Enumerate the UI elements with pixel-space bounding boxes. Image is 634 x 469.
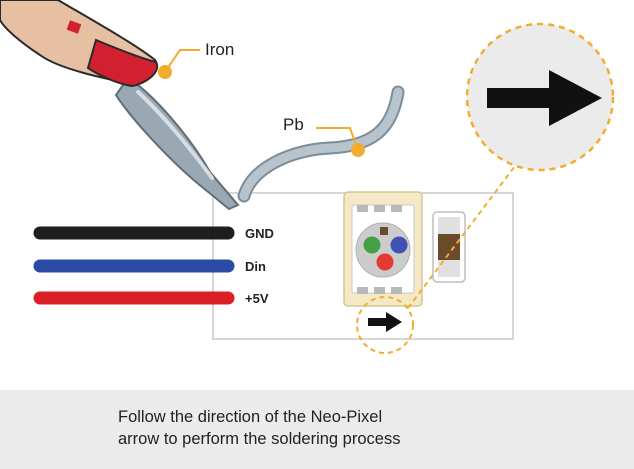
din-label: Din xyxy=(245,259,266,274)
solder-wire xyxy=(237,85,405,203)
gnd-label: GND xyxy=(245,226,274,241)
led-green-die xyxy=(363,236,381,254)
caption-line-1: Follow the direction of the Neo-Pixel xyxy=(118,408,383,426)
solder-label: Pb xyxy=(283,115,304,134)
soldering-diagram: GND Din +5V xyxy=(0,0,615,354)
iron-label: Iron xyxy=(205,40,234,59)
led-red-die xyxy=(376,253,394,271)
small-callout-circle xyxy=(356,296,414,354)
wire-group xyxy=(33,226,235,305)
direction-arrow-icon xyxy=(368,312,402,332)
neopixel-led xyxy=(343,191,423,307)
magnified-view xyxy=(465,22,615,172)
magnified-arrow-icon xyxy=(487,70,602,126)
soldering-iron xyxy=(0,0,240,211)
caption-line-2: arrow to perform the soldering process xyxy=(118,430,401,448)
caption-bar xyxy=(0,390,634,469)
solder-callout: Pb xyxy=(283,115,365,157)
callout-leader-line xyxy=(407,161,519,309)
led-blue-die xyxy=(390,236,408,254)
iron-callout: Iron xyxy=(158,40,234,79)
vcc-label: +5V xyxy=(245,291,269,306)
smd-component xyxy=(432,211,466,283)
instruction-caption: Follow the direction of the Neo-Pixel ar… xyxy=(118,406,538,450)
